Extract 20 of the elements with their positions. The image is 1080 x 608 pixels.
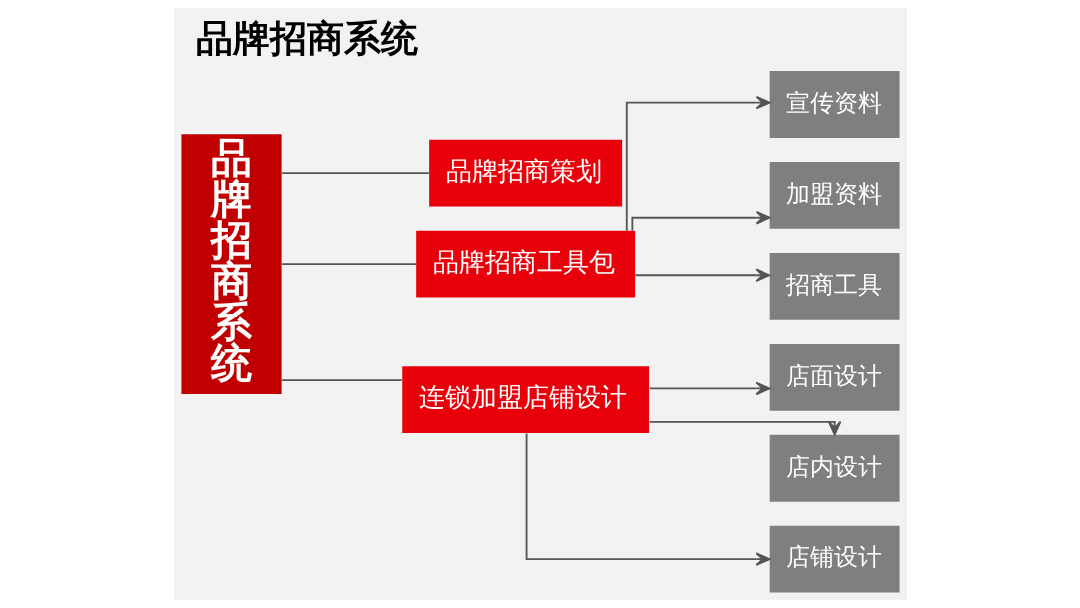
arrow [625, 95, 770, 232]
connector [280, 263, 417, 266]
node-box: 品牌招商系统 [180, 134, 282, 394]
arrow [630, 210, 770, 232]
node-box: 宣传资料 [769, 71, 900, 138]
node-box: 连锁加盟店铺设计 [401, 366, 649, 433]
node-box: 品牌招商策划 [428, 139, 622, 207]
node-box: 店内设计 [769, 434, 900, 502]
node-box: 招商工具 [769, 252, 900, 320]
arrow [648, 420, 841, 436]
arrow [634, 268, 770, 282]
connector [280, 379, 403, 381]
connector [280, 172, 430, 175]
node-box: 品牌招商工具包 [415, 230, 635, 298]
node-box: 店铺设计 [769, 525, 900, 593]
node-box: 店面设计 [769, 343, 900, 411]
arrow [525, 432, 770, 566]
node-box: 加盟资料 [769, 162, 900, 229]
arrow [648, 381, 770, 396]
diagram-title: 品牌招商系统 [195, 16, 418, 60]
